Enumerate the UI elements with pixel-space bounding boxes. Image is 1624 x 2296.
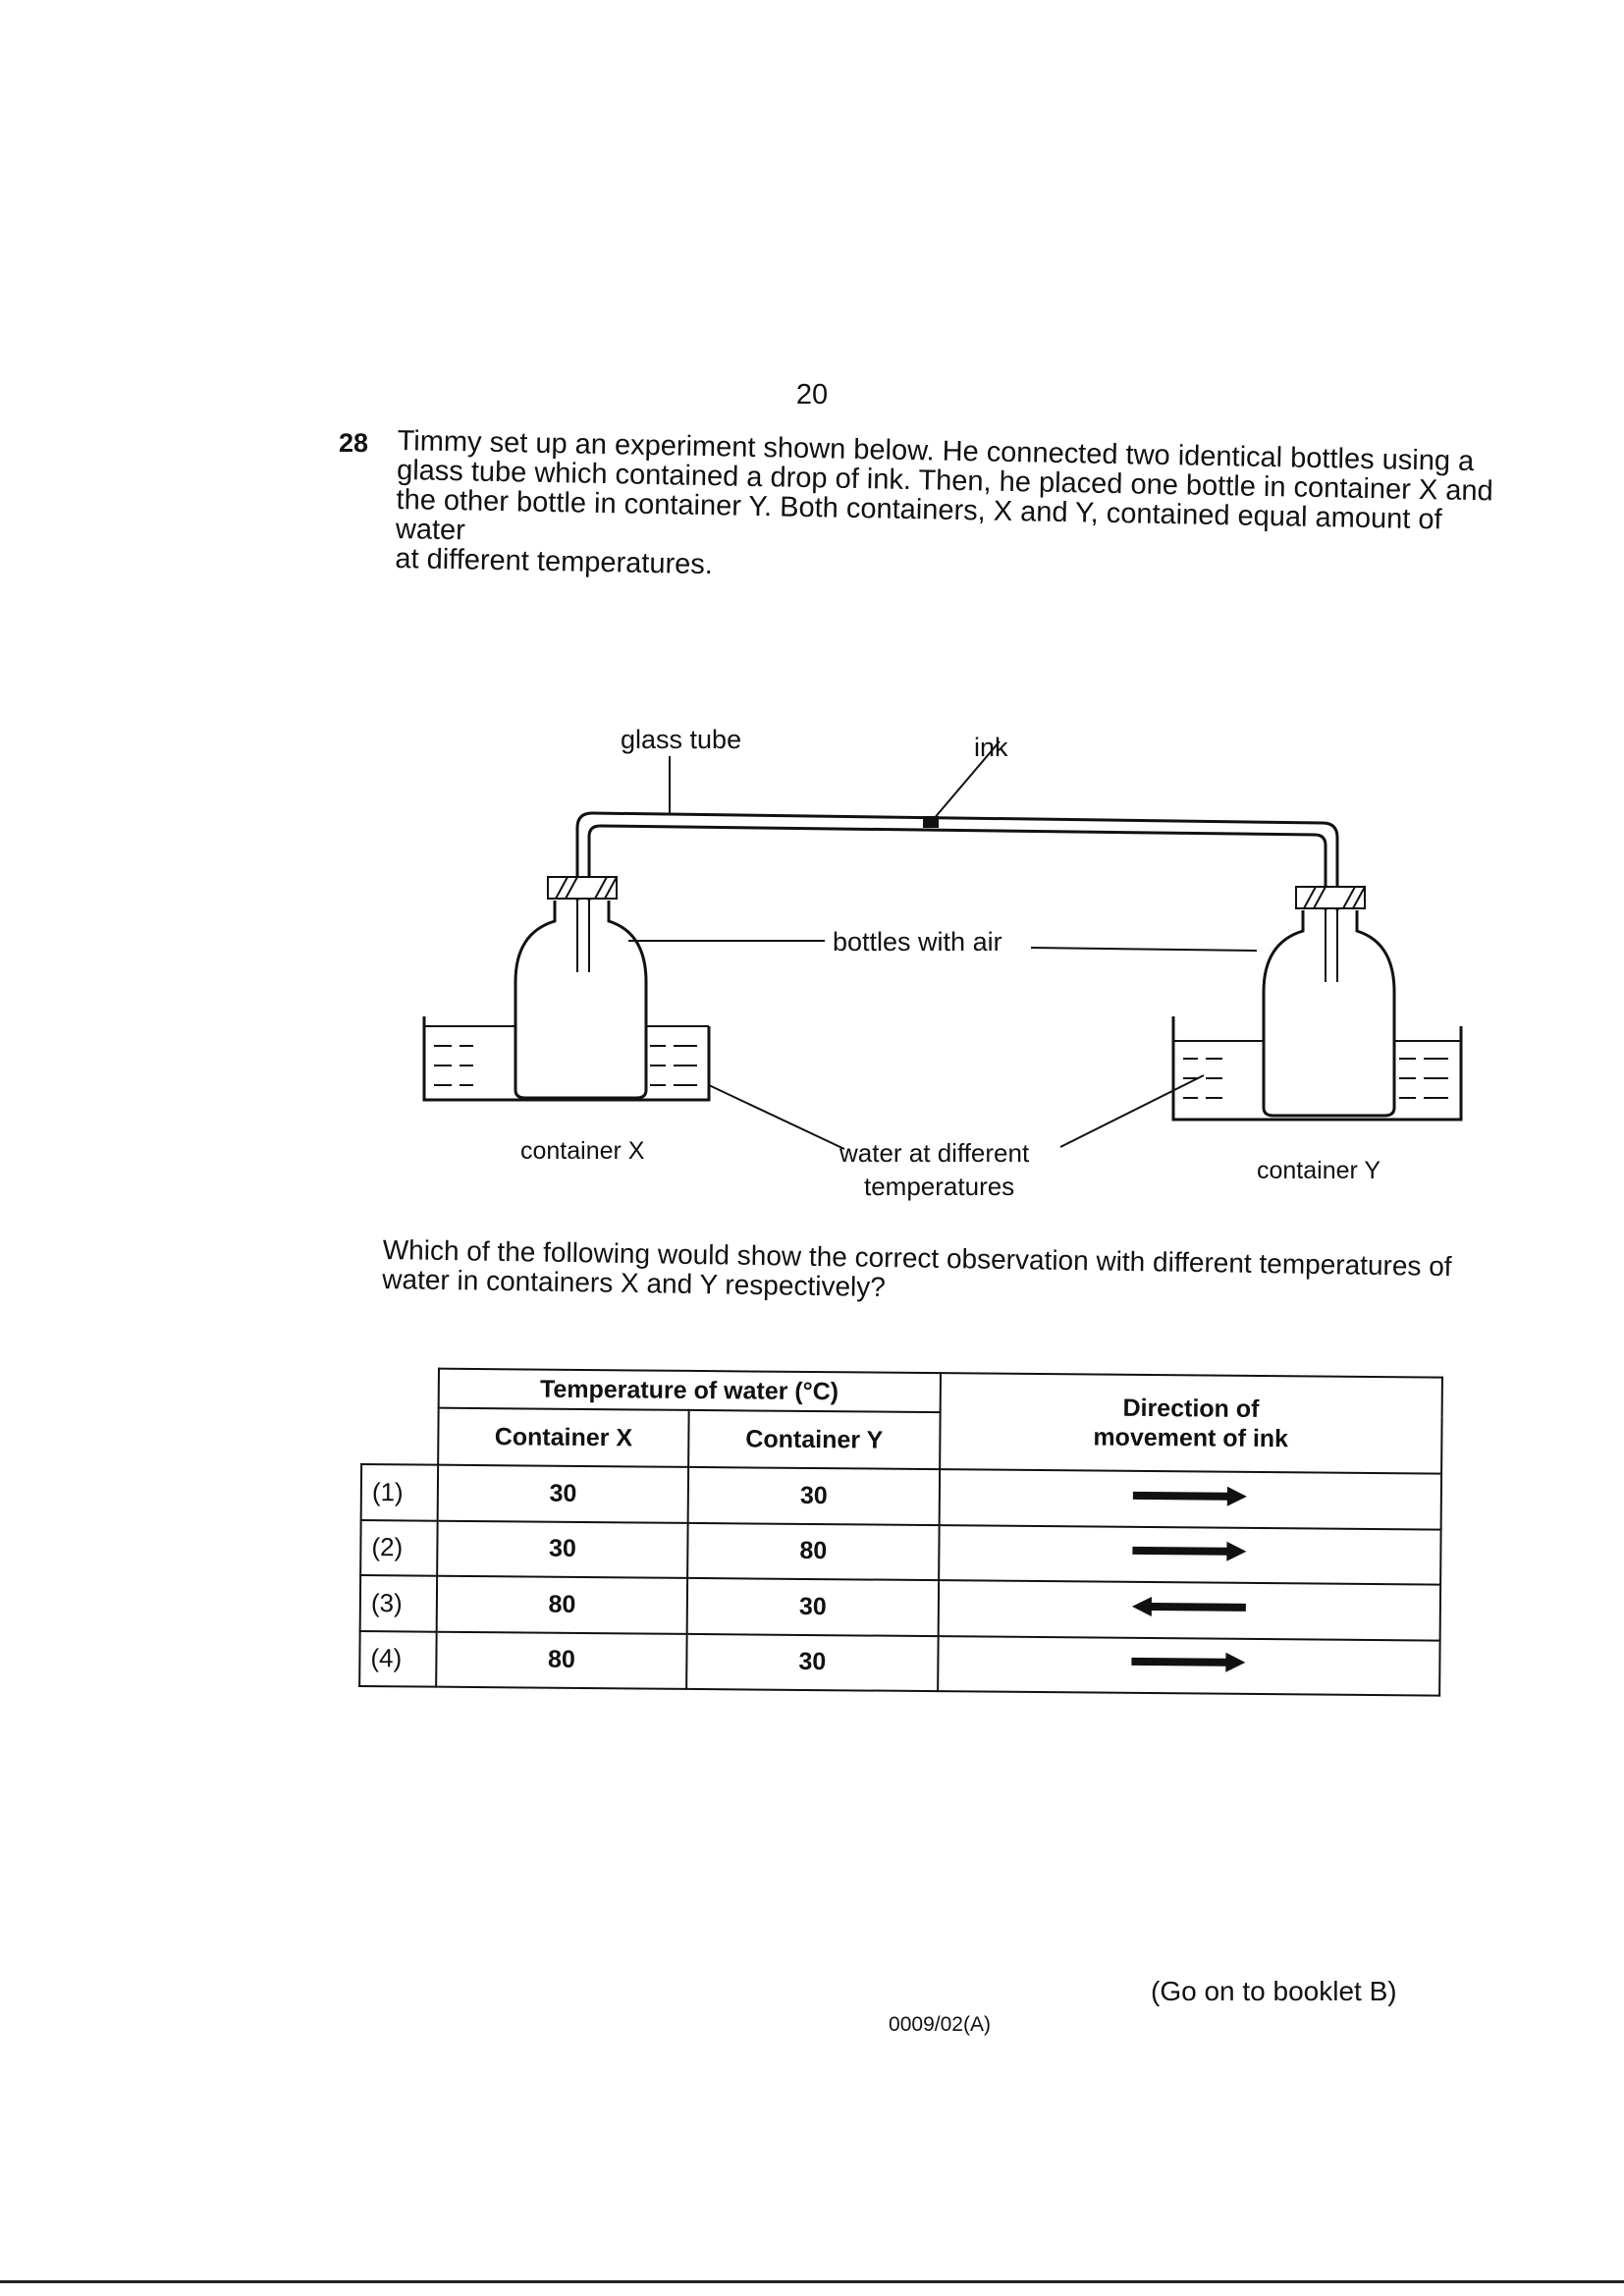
cell-direction	[938, 1524, 1441, 1585]
table-row: (4) 80 30	[359, 1630, 1440, 1696]
footer-paper-code: 0009/02(A)	[889, 2013, 991, 2036]
cell-container-y: 30	[687, 1466, 940, 1525]
cell-direction	[938, 1580, 1441, 1641]
glass-tube-inner-right	[1325, 908, 1338, 982]
option-label[interactable]: (2)	[360, 1519, 438, 1576]
footer-next-booklet: (Go on to booklet B)	[1151, 1976, 1397, 2006]
page-number: 20	[795, 379, 829, 410]
cell-container-y: 30	[686, 1577, 939, 1636]
bottle-x	[514, 901, 648, 1100]
arrow-shape	[1132, 1596, 1247, 1616]
label-bottles: bottles with air	[833, 927, 1002, 957]
cell-container-x: 80	[436, 1575, 688, 1634]
cell-direction	[937, 1635, 1440, 1696]
cell-container-x: 30	[437, 1464, 689, 1523]
header-temperature: Temperature of water (°C)	[438, 1368, 941, 1413]
bottom-rule	[0, 2280, 1624, 2283]
glass-tube-inner-left	[576, 899, 590, 972]
label-water-line2: temperatures	[864, 1172, 1014, 1201]
label-container-y: container Y	[1257, 1157, 1380, 1184]
question-stem: Timmy set up an experiment shown below. …	[395, 425, 1517, 595]
option-label[interactable]: (1)	[360, 1464, 438, 1521]
header-container-x: Container X	[437, 1407, 689, 1467]
option-label[interactable]: (4)	[359, 1630, 437, 1687]
stopper-right	[1295, 886, 1366, 909]
experiment-diagram: glass tube ink bottles with air containe…	[422, 725, 1463, 1201]
cell-container-x: 30	[436, 1520, 688, 1578]
arrow-shape	[1132, 1541, 1247, 1561]
cell-container-x: 80	[436, 1631, 687, 1689]
bottle-y	[1262, 910, 1396, 1118]
table-row: (2) 30 80	[360, 1519, 1441, 1585]
table-corner	[362, 1368, 439, 1408]
header-container-y: Container Y	[688, 1409, 941, 1470]
arrow-shape	[1133, 1486, 1248, 1506]
question-number: 28	[339, 428, 369, 458]
arrow-left-icon	[1130, 1596, 1248, 1625]
cell-container-y: 80	[687, 1522, 940, 1581]
glass-tube	[575, 811, 1339, 967]
question-prompt: Which of the following would show the co…	[382, 1234, 1492, 1312]
table-corner	[361, 1407, 438, 1465]
options-table: Temperature of water (°C) Direction of m…	[358, 1367, 1443, 1697]
leader-lines	[628, 740, 1258, 1150]
stopper-left	[547, 876, 618, 900]
header-direction: Direction of movement of ink	[939, 1373, 1442, 1474]
label-glass-tube: glass tube	[621, 725, 741, 754]
table-row: (3) 80 30	[359, 1575, 1441, 1641]
label-ink: ink	[974, 733, 1008, 762]
arrow-shape	[1131, 1652, 1246, 1672]
arrow-right-icon	[1130, 1651, 1248, 1680]
label-water-line1: water at different	[839, 1138, 1030, 1168]
arrow-right-icon	[1131, 1540, 1249, 1569]
ink-drop	[923, 816, 939, 828]
cell-container-y: 30	[686, 1633, 939, 1692]
option-label[interactable]: (3)	[359, 1575, 437, 1632]
arrow-right-icon	[1131, 1485, 1249, 1514]
cell-direction	[939, 1469, 1442, 1530]
table-row: (1) 30 30	[360, 1464, 1442, 1530]
label-container-x: container X	[520, 1137, 645, 1165]
